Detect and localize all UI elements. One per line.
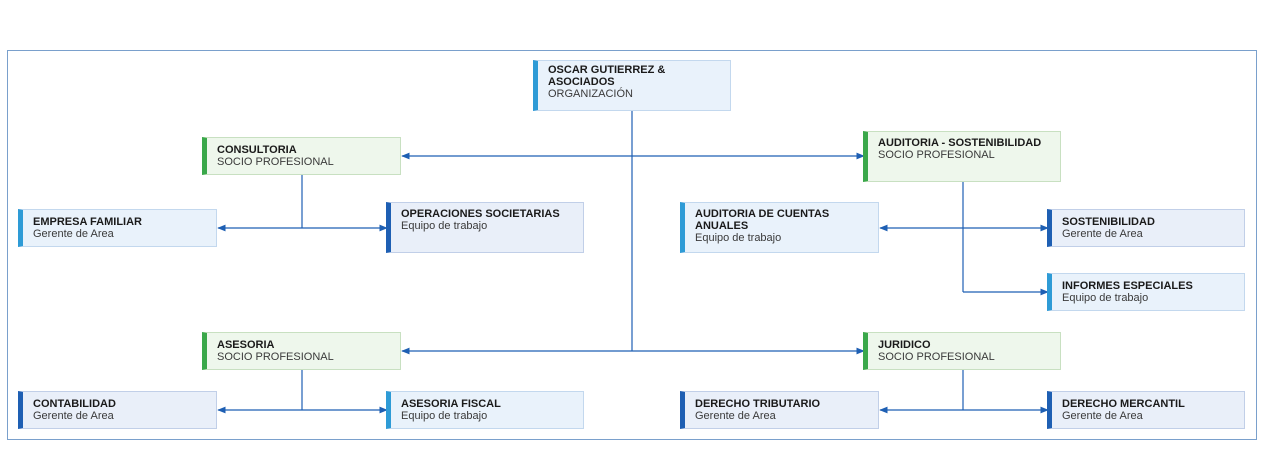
node-subtitle: SOCIO PROFESIONAL [217, 156, 334, 168]
node-asesoria[interactable]: ASESORIA SOCIO PROFESIONAL [202, 332, 401, 370]
node-title: DERECHO MERCANTIL [1062, 398, 1185, 410]
node-title: EMPRESA FAMILIAR [33, 216, 142, 228]
node-title: INFORMES ESPECIALES [1062, 280, 1193, 292]
node-subtitle: Gerente de Area [695, 410, 776, 422]
node-title: CONSULTORIA [217, 144, 297, 156]
node-subtitle: Equipo de trabajo [401, 410, 488, 422]
node-contabilidad[interactable]: CONTABILIDAD Gerente de Area [18, 391, 217, 429]
node-title: ASESORIA FISCAL [401, 398, 501, 410]
node-operaciones-societarias[interactable]: OPERACIONES SOCIETARIAS Equipo de trabaj… [386, 202, 584, 253]
node-title: AUDITORIA DE CUENTAS ANUALES [695, 208, 830, 232]
node-informes-especiales[interactable]: INFORMES ESPECIALES Equipo de trabajo [1047, 273, 1245, 311]
node-subtitle: Equipo de trabajo [695, 232, 782, 244]
node-subtitle: ORGANIZACIÓN [548, 88, 633, 100]
node-auditoria-cuentas-anuales[interactable]: AUDITORIA DE CUENTAS ANUALES Equipo de t… [680, 202, 879, 253]
node-sostenibilidad[interactable]: SOSTENIBILIDAD Gerente de Area [1047, 209, 1245, 247]
node-subtitle: Gerente de Area [1062, 228, 1143, 240]
node-title: OSCAR GUTIERREZ & ASOCIADOS [548, 64, 666, 88]
node-title: OPERACIONES SOCIETARIAS [401, 208, 560, 220]
node-subtitle: Gerente de Area [33, 228, 114, 240]
node-title: DERECHO TRIBUTARIO [695, 398, 821, 410]
node-title: ASESORIA [217, 339, 275, 351]
node-asesoria-fiscal[interactable]: ASESORIA FISCAL Equipo de trabajo [386, 391, 584, 429]
node-title: SOSTENIBILIDAD [1062, 216, 1155, 228]
node-consultoria[interactable]: CONSULTORIA SOCIO PROFESIONAL [202, 137, 401, 175]
node-derecho-tributario[interactable]: DERECHO TRIBUTARIO Gerente de Area [680, 391, 879, 429]
node-subtitle: Gerente de Area [33, 410, 114, 422]
node-subtitle: SOCIO PROFESIONAL [878, 351, 995, 363]
node-title: JURIDICO [878, 339, 931, 351]
node-juridico[interactable]: JURIDICO SOCIO PROFESIONAL [863, 332, 1061, 370]
node-derecho-mercantil[interactable]: DERECHO MERCANTIL Gerente de Area [1047, 391, 1245, 429]
node-empresa-familiar[interactable]: EMPRESA FAMILIAR Gerente de Area [18, 209, 217, 247]
node-title: AUDITORIA - SOSTENIBILIDAD [878, 137, 1042, 149]
node-auditoria-sostenibilidad[interactable]: AUDITORIA - SOSTENIBILIDAD SOCIO PROFESI… [863, 131, 1061, 182]
node-subtitle: Gerente de Area [1062, 410, 1143, 422]
node-root[interactable]: OSCAR GUTIERREZ & ASOCIADOS ORGANIZACIÓN [533, 60, 731, 111]
node-subtitle: Equipo de trabajo [401, 220, 488, 232]
node-subtitle: SOCIO PROFESIONAL [878, 149, 995, 161]
node-subtitle: SOCIO PROFESIONAL [217, 351, 334, 363]
node-subtitle: Equipo de trabajo [1062, 292, 1149, 304]
node-title: CONTABILIDAD [33, 398, 116, 410]
